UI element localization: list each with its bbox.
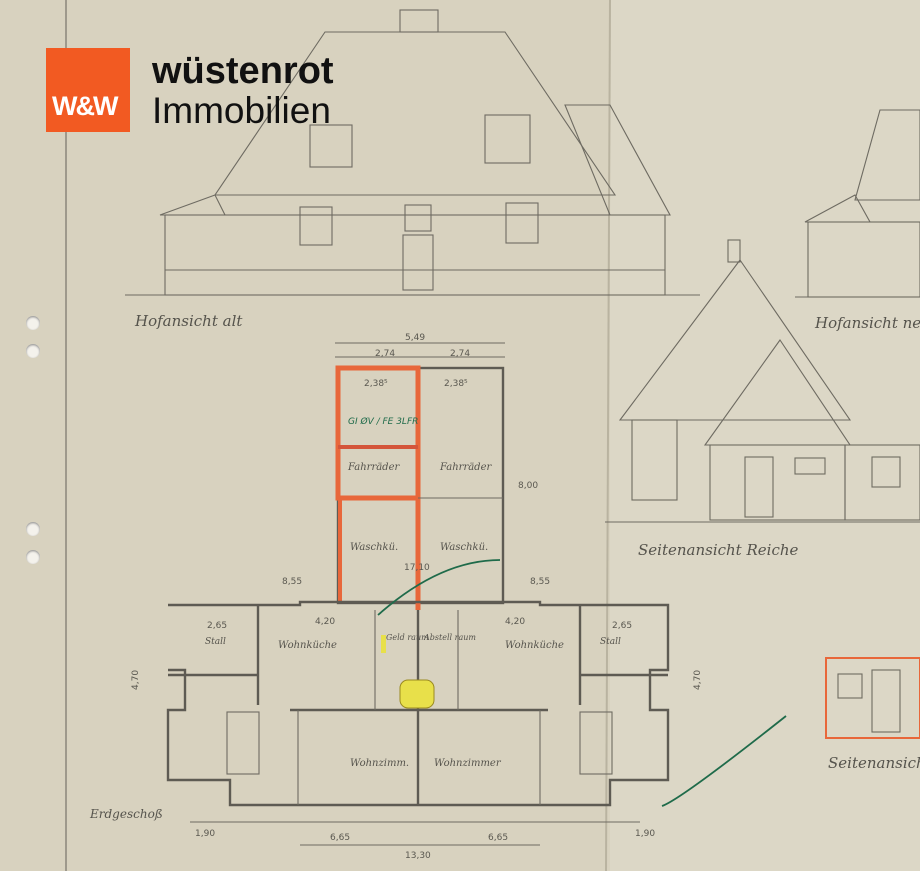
room-fahrraeder-left: Fahrräder bbox=[347, 462, 401, 473]
punch-hole bbox=[26, 522, 40, 536]
logo-mark: W&W bbox=[46, 48, 130, 132]
dim-height-right: 4,70 bbox=[693, 670, 703, 690]
room-stall-right: Stall bbox=[600, 637, 621, 647]
punch-hole bbox=[26, 344, 40, 358]
dim-mid: 17,10 bbox=[404, 563, 430, 573]
logo-mark-text: W&W bbox=[52, 91, 118, 121]
punch-hole bbox=[26, 316, 40, 330]
room-waschkue-right: Waschkü. bbox=[440, 542, 488, 553]
green-check-mark bbox=[377, 559, 501, 616]
page-fold bbox=[605, 0, 611, 871]
dim-stall-left: 2,65 bbox=[207, 621, 227, 631]
dim-stall-right: 2,65 bbox=[612, 621, 632, 631]
punch-hole bbox=[26, 550, 40, 564]
logo-brand: wüstenrot bbox=[152, 49, 334, 92]
green-pen-stroke bbox=[661, 715, 787, 807]
label-erdgeschoss: Erdgeschoß bbox=[89, 807, 163, 821]
room-waschkue-left: Waschkü. bbox=[350, 542, 398, 553]
dim-top-right: 2,74 bbox=[450, 349, 470, 359]
dim-wk-left: 4,20 bbox=[315, 617, 335, 627]
dim-inner-left: 2,38⁵ bbox=[364, 379, 388, 389]
room-abstell-raum: Abstell raum bbox=[423, 633, 476, 642]
wuestenrot-logo: W&W wüstenrot Immobilien bbox=[46, 48, 334, 132]
dim-top-left: 2,74 bbox=[375, 349, 395, 359]
elevation-seite: Seitenansicht bbox=[825, 657, 920, 772]
dim-bottom-left: 6,65 bbox=[330, 833, 350, 843]
dim-bottom-right: 6,65 bbox=[488, 833, 508, 843]
dim-side-depth: 8,00 bbox=[518, 481, 538, 491]
paper-right-page bbox=[610, 0, 920, 871]
room-stall-left: Stall bbox=[205, 637, 226, 647]
dim-wing-left: 8,55 bbox=[282, 577, 302, 587]
room-wohnzimmer-right: Wohnzimmer bbox=[434, 758, 502, 769]
dim-height-left: 4,70 bbox=[131, 670, 141, 690]
label-seite: Seitenansicht bbox=[828, 754, 920, 772]
dim-wk-right: 4,20 bbox=[505, 617, 525, 627]
highlight-chimney bbox=[399, 679, 435, 709]
dim-bottom-total: 13,30 bbox=[405, 851, 431, 861]
elevation-seite-reiche: Seitenansicht Reiche bbox=[605, 239, 920, 559]
room-wohnkueche-right: Wohnküche bbox=[505, 640, 564, 651]
room-wohnkueche-left: Wohnküche bbox=[278, 640, 337, 651]
highlight-storage bbox=[335, 365, 421, 501]
label-hof-neu: Hofansicht neu bbox=[814, 314, 920, 332]
annotation-green: GI ØV / FE 3LFR bbox=[348, 416, 418, 427]
dim-inner-right: 2,38⁵ bbox=[444, 379, 468, 389]
logo-sub: Immobilien bbox=[152, 89, 331, 131]
room-fahrraeder-right: Fahrräder bbox=[439, 462, 493, 473]
dim-edge-right: 1,90 bbox=[635, 829, 655, 839]
dim-edge-left: 1,90 bbox=[195, 829, 215, 839]
floor-plan: 5,49 2,74 2,74 2,38⁵ 2,38⁵ GI ØV / FE 3L… bbox=[89, 333, 787, 861]
label-seite-reiche: Seitenansicht Reiche bbox=[638, 541, 799, 559]
elevation-hof-neu: Hofansicht neu bbox=[795, 109, 920, 332]
label-hof-alt: Hofansicht alt bbox=[134, 312, 243, 330]
elevation-hof-alt: Hofansicht alt bbox=[125, 9, 700, 330]
dim-top-total: 5,49 bbox=[405, 333, 425, 343]
room-geld-raum: Geld raum bbox=[386, 633, 429, 642]
room-wohnzimmer-left: Wohnzimm. bbox=[350, 758, 409, 769]
dim-wing-right: 8,55 bbox=[530, 577, 550, 587]
